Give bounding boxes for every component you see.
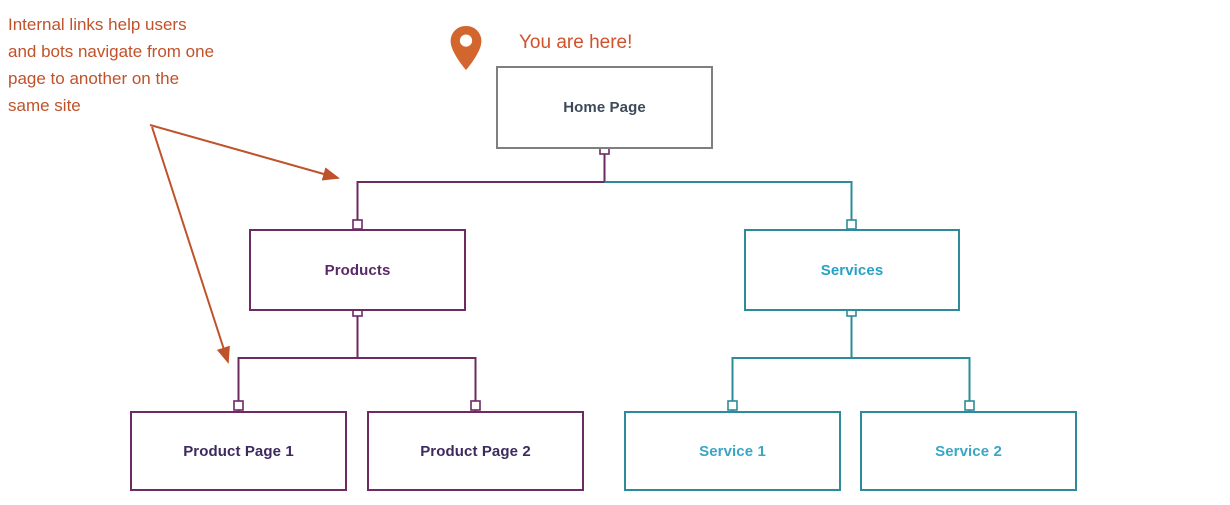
node-services-label: Services xyxy=(820,261,884,279)
edge-products-to-product-page-2 xyxy=(357,357,481,411)
node-service-2[interactable]: Service 2 xyxy=(860,411,1077,491)
node-home-page[interactable]: Home Page xyxy=(496,66,713,149)
annotation-arrow-to-product-page-branch xyxy=(151,126,230,364)
node-product-page-2[interactable]: Product Page 2 xyxy=(367,411,584,491)
connector-endpoint-service-2-top xyxy=(964,400,975,411)
node-home-page-label: Home Page xyxy=(563,99,646,116)
edge-services-to-service-1 xyxy=(727,306,857,411)
node-service-1-label: Service 1 xyxy=(699,442,766,460)
connector-endpoint-product-page-2-top xyxy=(470,400,481,411)
node-services[interactable]: Services xyxy=(744,229,960,311)
node-products-label: Products xyxy=(324,261,391,279)
edge-products-to-product-page-1 xyxy=(233,306,363,411)
node-product-page-1-label: Product Page 1 xyxy=(183,442,294,460)
connector-endpoint-product-page-1-top xyxy=(233,400,244,411)
connector-endpoint-service-1-top xyxy=(727,400,738,411)
edge-home-to-products xyxy=(352,144,610,230)
node-products[interactable]: Products xyxy=(249,229,466,311)
internal-links-annotation: Internal links help users and bots navig… xyxy=(8,15,215,115)
connector-endpoint-products-top xyxy=(352,219,363,230)
node-service-2-label: Service 2 xyxy=(935,442,1002,460)
node-product-page-2-label: Product Page 2 xyxy=(420,442,531,460)
annotation-arrow-to-products-branch xyxy=(149,124,340,181)
node-product-page-1[interactable]: Product Page 1 xyxy=(130,411,347,491)
map-pin-icon xyxy=(450,26,482,70)
node-service-1[interactable]: Service 1 xyxy=(624,411,841,491)
you-are-here-label: You are here! xyxy=(519,32,633,53)
edge-services-to-service-2 xyxy=(851,357,975,411)
connector-endpoint-services-top xyxy=(846,219,857,230)
edge-home-to-services xyxy=(604,181,857,230)
